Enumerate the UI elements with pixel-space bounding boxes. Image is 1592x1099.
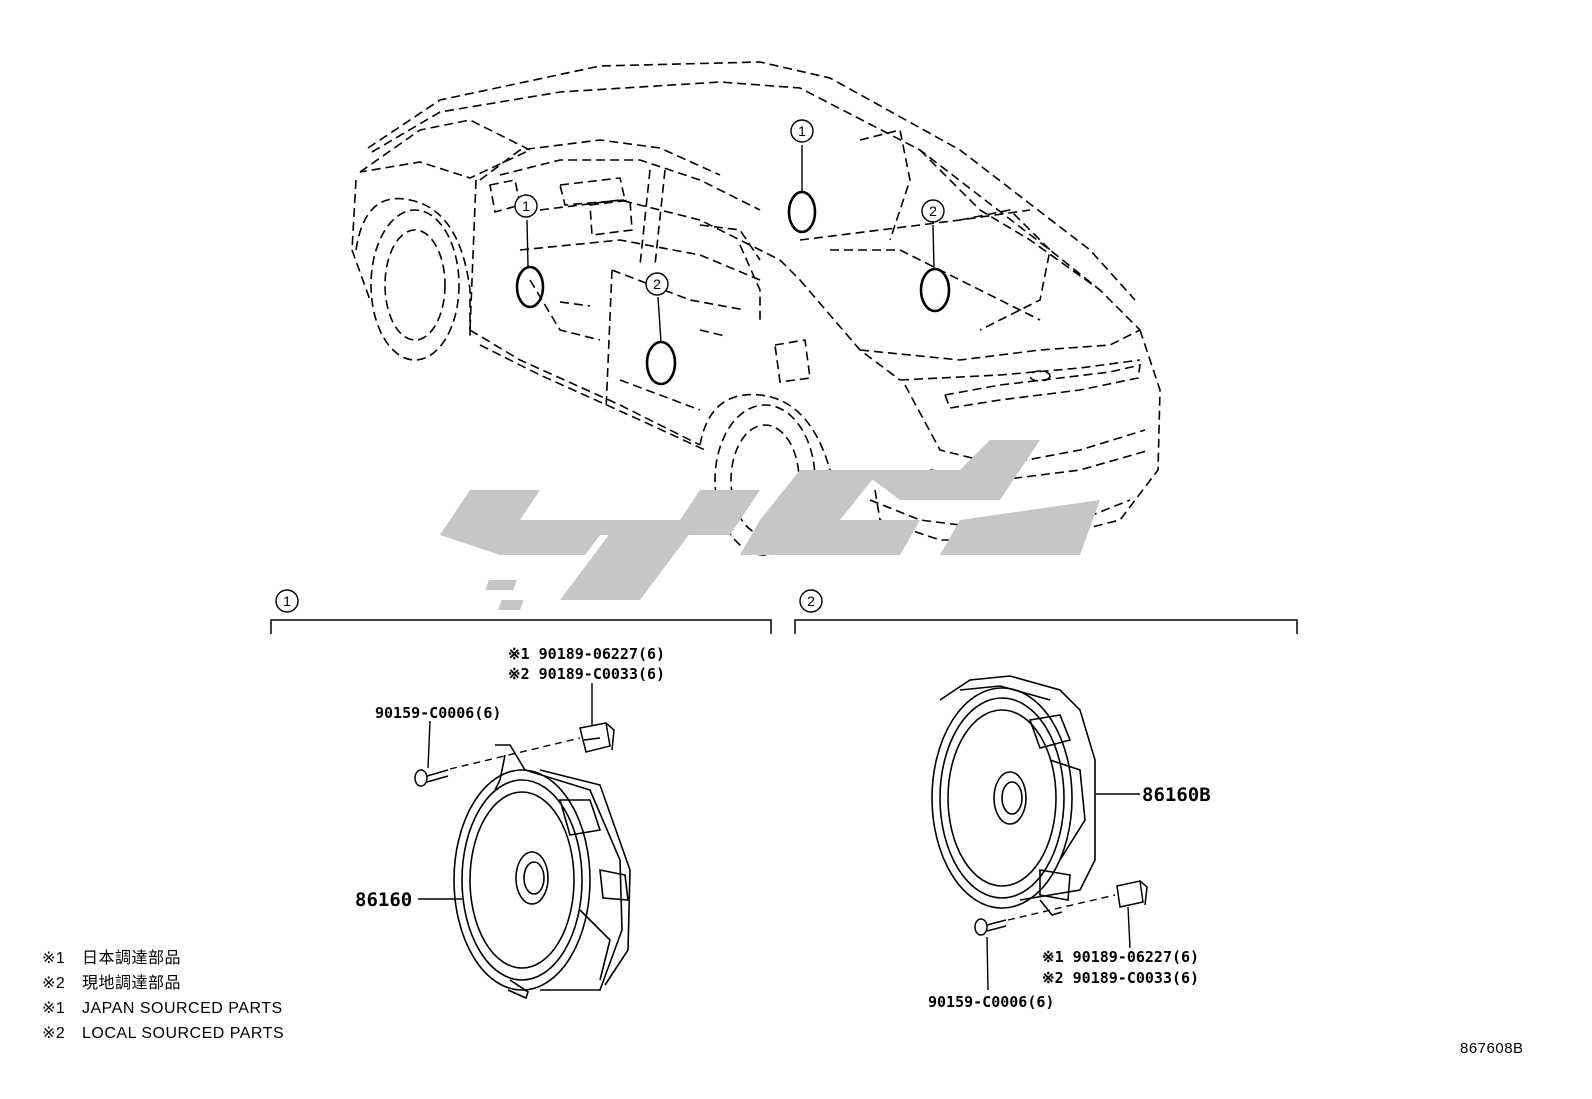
legend-row: ※2 現地調達部品	[42, 971, 284, 996]
legend-row: ※2 LOCAL SOURCED PARTS	[42, 1021, 284, 1046]
front-left-speaker-ring	[515, 265, 545, 309]
legend-text: 現地調達部品	[82, 975, 182, 992]
legend-mark: ※2	[42, 1025, 66, 1042]
clip-part-note-2: ※2 90189-C0033(6)	[1042, 969, 1199, 987]
callout-number: 2	[653, 276, 661, 292]
callout-number: 1	[798, 123, 806, 139]
group1-leaders	[418, 683, 593, 900]
screw-90159	[974, 918, 1007, 936]
clip-90189	[1116, 880, 1148, 908]
callout-circle-2a	[645, 272, 669, 296]
clip-part-note-2: ※2 90189-C0033(6)	[508, 665, 665, 683]
callout-leaders	[526, 145, 935, 343]
screw-90159	[414, 769, 449, 787]
callout-circle-1c	[275, 589, 299, 613]
group2-leaders	[986, 793, 1140, 991]
legend-text: LOCAL SOURCED PARTS	[82, 1025, 285, 1042]
clip-90189	[579, 722, 615, 753]
speaker-86160b	[931, 675, 1096, 916]
callout-number: 2	[807, 593, 815, 609]
legend-text: JAPAN SOURCED PARTS	[82, 1000, 283, 1017]
legend-row: ※1 日本調達部品	[42, 946, 284, 971]
callout-circle-2b	[921, 199, 945, 223]
legend-text: 日本調達部品	[82, 950, 182, 967]
legend-mark: ※1	[42, 1000, 66, 1017]
clip-part-note-1: ※1 90189-06227(6)	[508, 645, 665, 663]
callout-circle-2c	[799, 589, 823, 613]
watermark-logo	[440, 440, 1100, 610]
screw-part-label: 90159-C0006(6)	[928, 993, 1054, 1011]
legend-mark: ※1	[42, 950, 66, 967]
rear-left-speaker-ring	[645, 340, 677, 386]
legend-mark: ※2	[42, 975, 66, 992]
callout-circles	[275, 119, 945, 613]
callout-circle-1b	[790, 119, 814, 143]
group-brackets	[270, 619, 1298, 634]
speaker-part-label: 86160	[355, 889, 412, 911]
callout-number: 1	[522, 198, 530, 214]
document-number: 867608B	[1460, 1040, 1524, 1057]
speaker-location-markers	[515, 190, 951, 386]
speaker-86160	[453, 744, 631, 1000]
car-illustration	[351, 61, 1161, 556]
legend-row: ※1 JAPAN SOURCED PARTS	[42, 996, 284, 1021]
callout-circle-1a	[514, 194, 538, 218]
callout-number: 1	[283, 593, 291, 609]
speaker-part-label: 86160B	[1142, 784, 1211, 806]
screw-part-label: 90159-C0006(6)	[375, 704, 501, 722]
front-right-speaker-ring	[787, 190, 817, 234]
callout-number: 2	[929, 203, 937, 219]
clip-part-note-1: ※1 90189-06227(6)	[1042, 948, 1199, 966]
rear-right-speaker-ring	[919, 267, 951, 313]
